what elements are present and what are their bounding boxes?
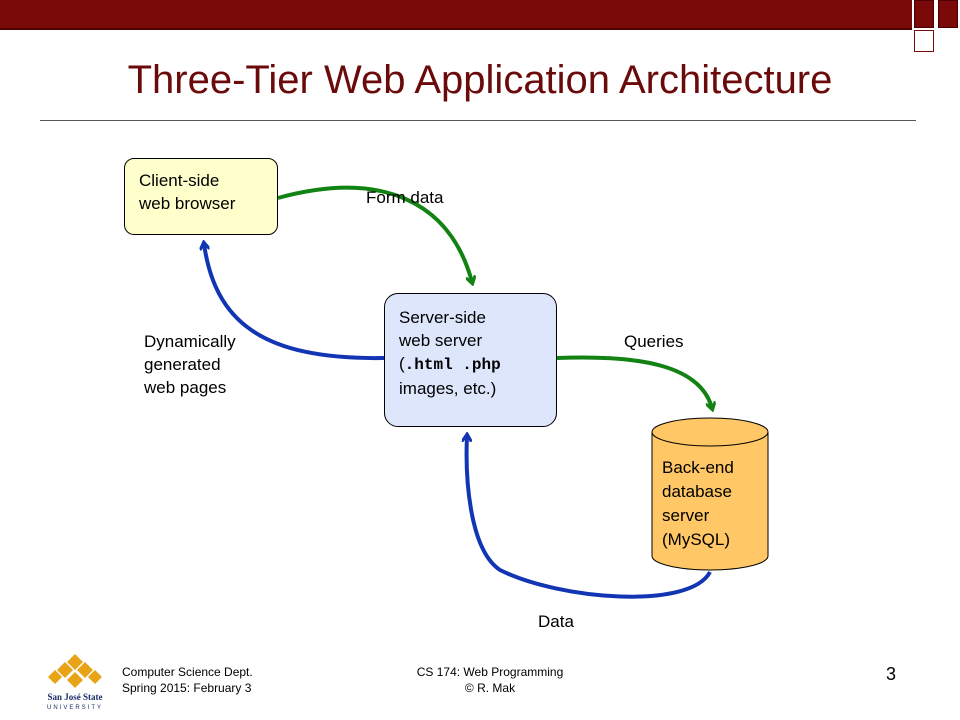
footer-course-line1: CS 174: Web Programming bbox=[416, 665, 564, 679]
queries-label: Queries bbox=[624, 332, 684, 351]
server-label-line4: images, etc.) bbox=[399, 379, 497, 398]
svg-text:San José State: San José State bbox=[47, 692, 102, 702]
server-label-line1: Server-side bbox=[399, 308, 486, 327]
dynamic-line1: Dynamically bbox=[144, 332, 236, 351]
db-label-line4: (MySQL) bbox=[662, 530, 730, 549]
server-label-line3: (.html .php bbox=[399, 352, 556, 377]
queries-arrow bbox=[556, 355, 712, 408]
top-banner bbox=[0, 0, 912, 30]
web-pages-arrow bbox=[204, 244, 385, 361]
form-data-arrow bbox=[277, 185, 472, 282]
dynamic-line2: generated bbox=[144, 355, 221, 374]
footer-course: CS 174: Web Programming © R. Mak bbox=[340, 664, 640, 696]
client-browser-box: Client-side web browser bbox=[124, 158, 278, 235]
server-label-line2: web server bbox=[399, 331, 483, 350]
dynamic-line3: web pages bbox=[144, 378, 227, 397]
banner-square-outline bbox=[914, 30, 934, 52]
client-label-line2: web browser bbox=[139, 194, 236, 213]
client-label-line1: Client-side bbox=[139, 171, 220, 190]
footer-dept-line1: Computer Science Dept. bbox=[122, 665, 253, 679]
svg-text:UNIVERSITY: UNIVERSITY bbox=[47, 705, 103, 711]
form-data-label: Form data bbox=[366, 188, 444, 207]
db-label-line2: database bbox=[662, 482, 732, 501]
db-label-line1: Back-end bbox=[662, 458, 734, 477]
footer-department: Computer Science Dept. Spring 2015: Febr… bbox=[122, 664, 253, 696]
db-label-line3: server bbox=[662, 506, 710, 525]
banner-square bbox=[938, 0, 958, 28]
sjsu-logo: San José State UNIVERSITY bbox=[47, 654, 103, 711]
server-paren: ( bbox=[399, 354, 405, 373]
data-label: Data bbox=[538, 612, 574, 631]
web-server-box: Server-side web server (.html .php image… bbox=[384, 293, 557, 427]
database-label: Back-end database server (MySQL) bbox=[662, 456, 734, 552]
data-arrow bbox=[467, 436, 712, 599]
slide-title: Three-Tier Web Application Architecture bbox=[127, 58, 833, 102]
dynamic-pages-label: Dynamically generated web pages bbox=[144, 330, 236, 399]
footer-course-line2: © R. Mak bbox=[464, 681, 516, 695]
footer-dept-line2: Spring 2015: February 3 bbox=[122, 681, 252, 695]
title-divider bbox=[40, 120, 916, 121]
banner-square bbox=[914, 0, 934, 28]
database-cylinder bbox=[651, 417, 769, 571]
page-number: 3 bbox=[886, 664, 897, 684]
server-file-types: .html .php bbox=[404, 356, 501, 374]
